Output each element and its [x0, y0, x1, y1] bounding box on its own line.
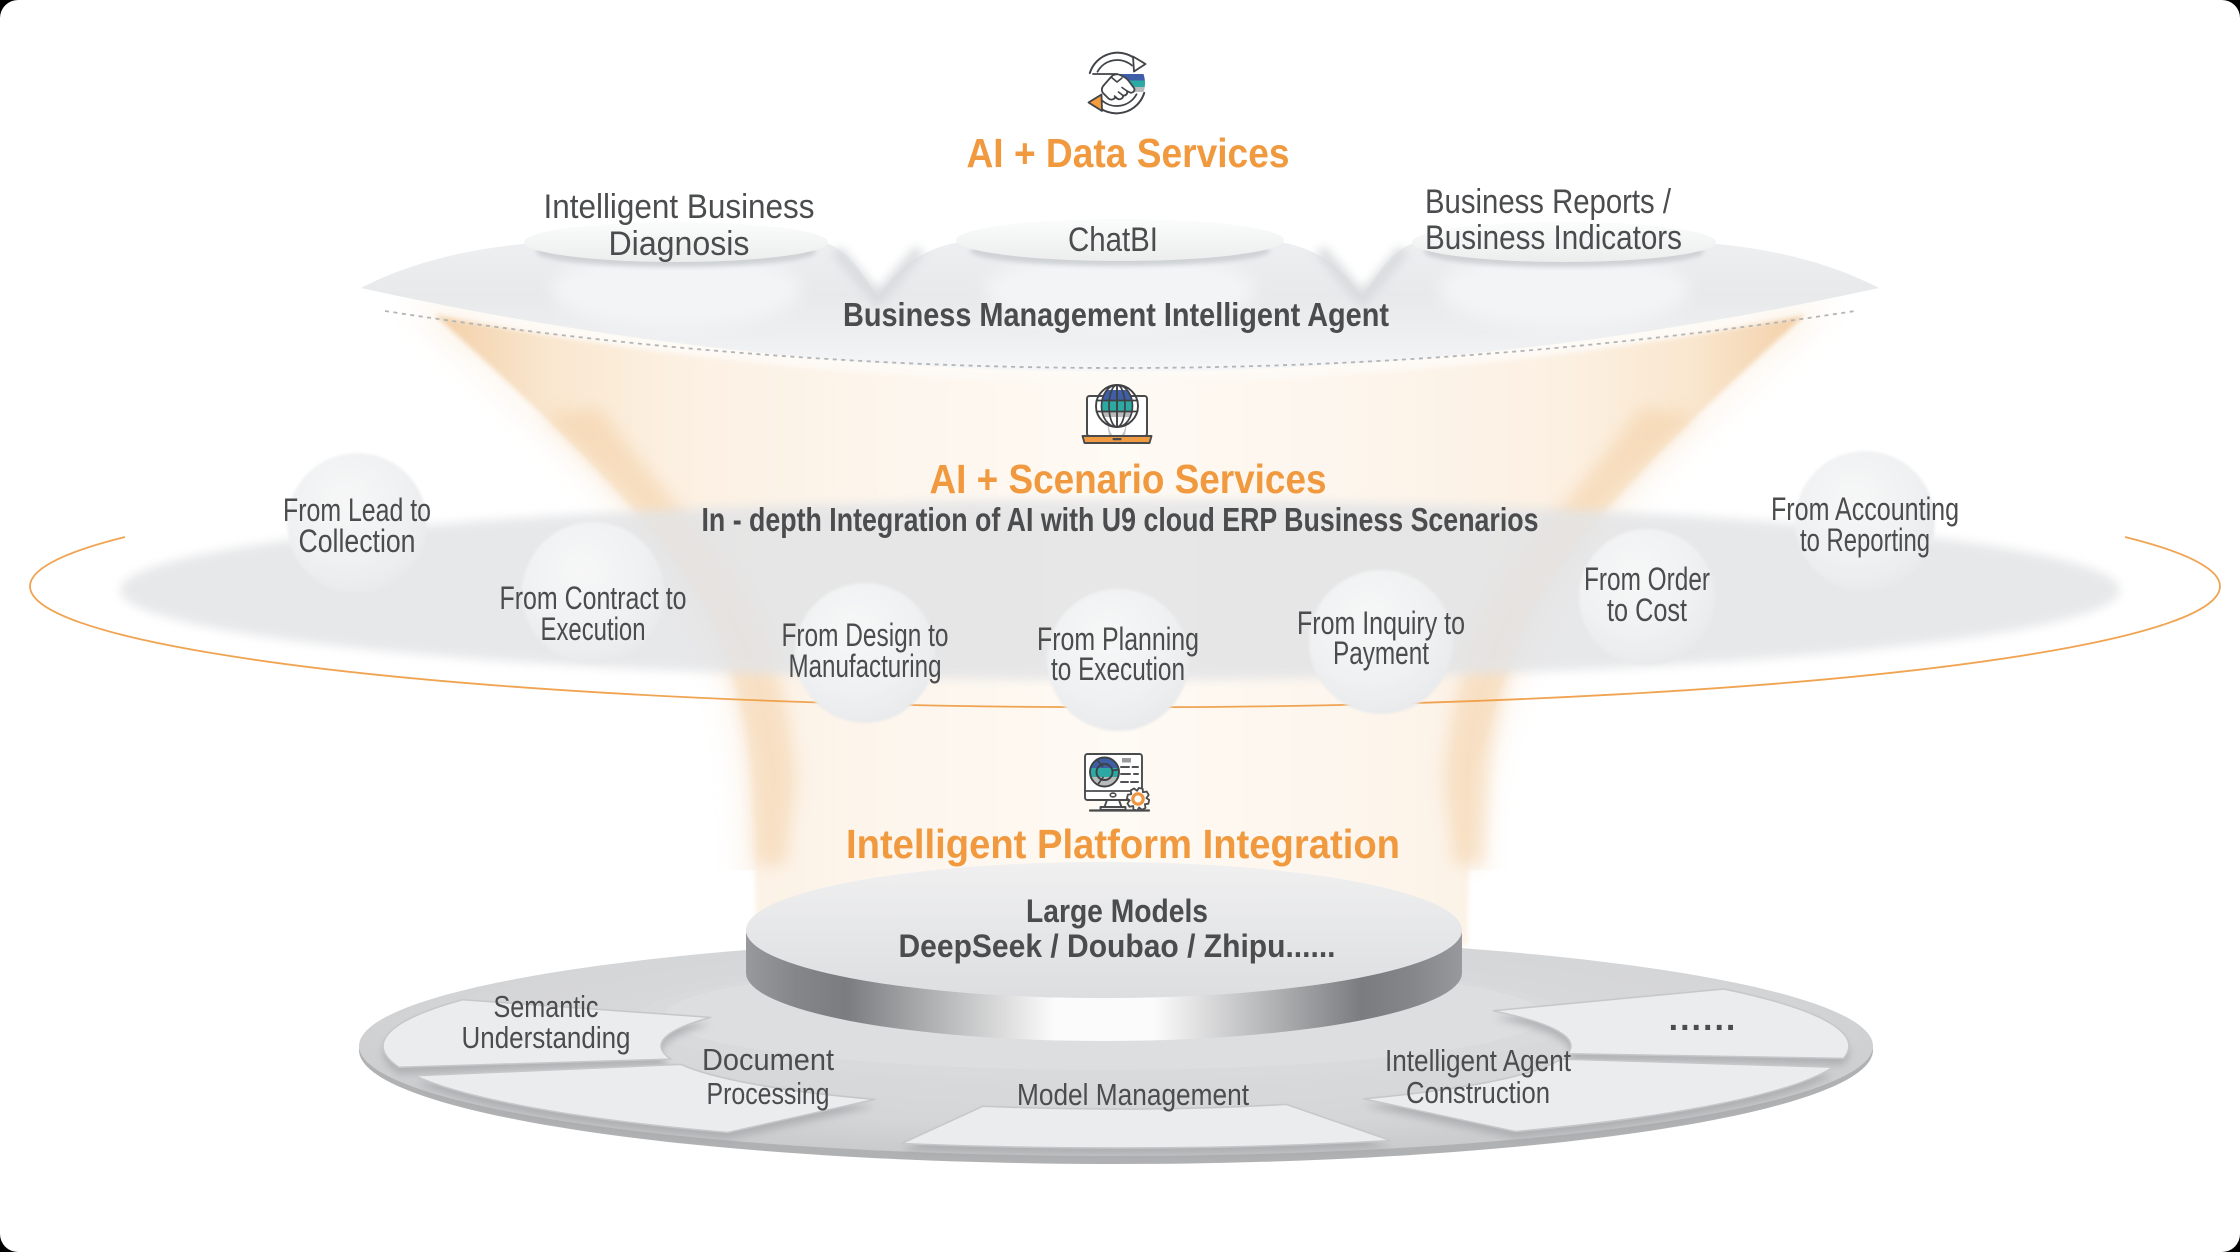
svg-text:Semantic: Semantic	[494, 989, 599, 1024]
svg-text:Collection: Collection	[299, 523, 416, 559]
svg-text:to Reporting: to Reporting	[1800, 522, 1930, 558]
svg-text:From Inquiry to: From Inquiry to	[1297, 605, 1465, 641]
svg-text:Intelligent Platform Integrati: Intelligent Platform Integration	[846, 821, 1400, 867]
svg-text:DeepSeek / Doubao / Zhipu.....: DeepSeek / Doubao / Zhipu......	[899, 928, 1336, 964]
svg-text:......: ......	[1669, 1000, 1738, 1038]
svg-text:From Design to: From Design to	[782, 617, 949, 653]
svg-text:Construction: Construction	[1406, 1075, 1550, 1110]
svg-text:From Accounting: From Accounting	[1771, 491, 1959, 527]
svg-text:to Execution: to Execution	[1051, 651, 1185, 687]
svg-text:From Order: From Order	[1584, 561, 1710, 597]
svg-text:In - depth Integration of AI w: In - depth Integration of AI with U9 clo…	[702, 501, 1539, 538]
svg-text:Document: Document	[702, 1042, 834, 1077]
svg-text:Intelligent Business: Intelligent Business	[544, 188, 815, 226]
svg-text:Large Models: Large Models	[1026, 893, 1208, 929]
svg-text:Execution: Execution	[541, 611, 646, 647]
svg-text:Processing: Processing	[707, 1076, 830, 1111]
svg-text:AI + Scenario Services: AI + Scenario Services	[930, 456, 1327, 502]
svg-text:Business Indicators: Business Indicators	[1425, 219, 1682, 257]
svg-text:Manufacturing: Manufacturing	[789, 648, 942, 684]
svg-text:From Planning: From Planning	[1037, 621, 1199, 657]
svg-text:Intelligent Agent: Intelligent Agent	[1385, 1043, 1571, 1078]
svg-text:Diagnosis: Diagnosis	[609, 225, 750, 263]
svg-text:Understanding: Understanding	[462, 1020, 631, 1055]
svg-text:Payment: Payment	[1333, 635, 1429, 671]
svg-text:to Cost: to Cost	[1607, 592, 1687, 628]
svg-text:AI + Data Services: AI + Data Services	[967, 130, 1290, 176]
svg-text:From Lead to: From Lead to	[283, 492, 431, 528]
svg-text:Model Management: Model Management	[1017, 1077, 1249, 1112]
svg-text:Business Management Intelligen: Business Management Intelligent Agent	[843, 296, 1389, 333]
svg-text:ChatBI: ChatBI	[1068, 221, 1158, 259]
svg-text:From Contract to: From Contract to	[500, 580, 687, 616]
svg-text:Business Reports /: Business Reports /	[1425, 183, 1671, 221]
